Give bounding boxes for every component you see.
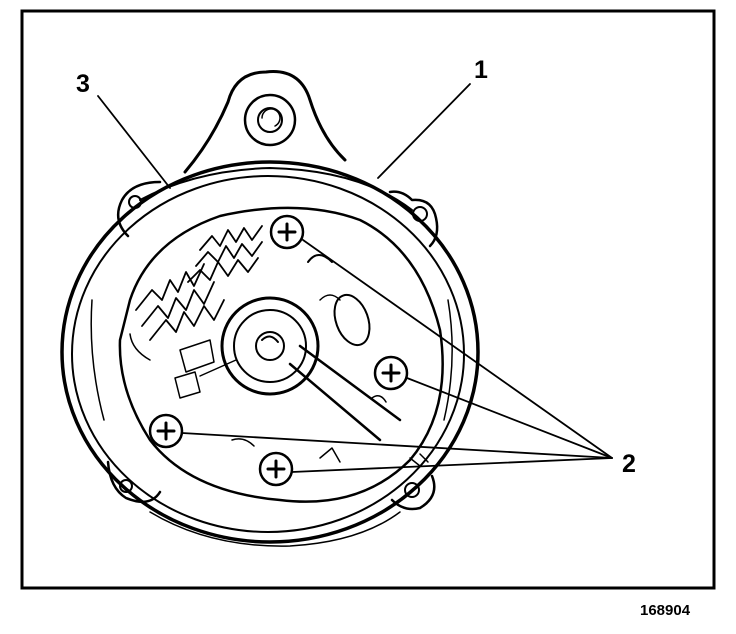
rotor-shaft — [199, 296, 402, 442]
brush-terminals — [129, 225, 263, 399]
callout-label-2: 2 — [622, 450, 636, 478]
housing-ring — [90, 167, 453, 547]
screw — [373, 355, 409, 391]
callout-label-1: 1 — [474, 56, 488, 84]
alternator-housing — [60, 70, 480, 544]
plate-features — [231, 254, 429, 467]
inner-plate — [118, 206, 444, 503]
figure-frame — [20, 9, 716, 590]
screw — [258, 451, 294, 487]
screw — [148, 413, 184, 449]
leader-lines — [97, 83, 613, 473]
callout-label-3: 3 — [76, 70, 90, 98]
screw — [269, 214, 305, 250]
figure-id: 168904 — [640, 602, 691, 619]
